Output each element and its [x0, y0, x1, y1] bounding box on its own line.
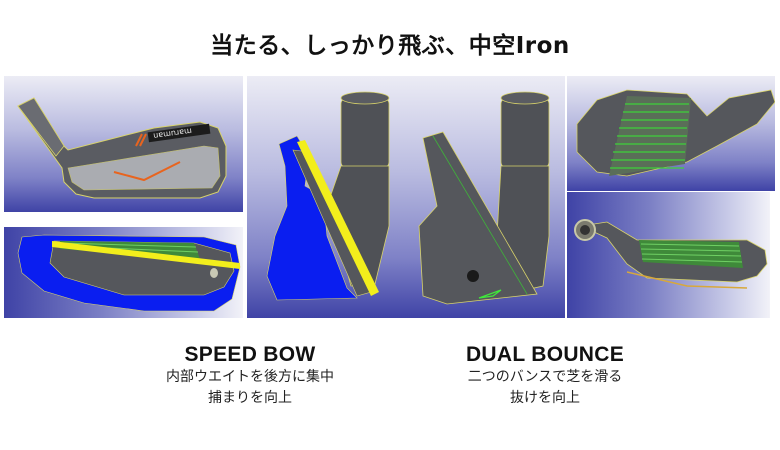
- feature-heading: SPEED BOW: [184, 343, 316, 366]
- iron-sole-cross-section-image: [4, 227, 243, 318]
- iron-angled-view-image: [567, 76, 775, 191]
- page-title: 当たる、しっかり飛ぶ、中空Iron: [210, 33, 570, 59]
- feature-description-line: 抜けを向上: [510, 390, 580, 406]
- feature-speed-bow: SPEED BOW 内部ウエイトを後方に集中 捕まりを向上: [100, 343, 400, 409]
- sole-cross-section-illustration: [17, 234, 241, 312]
- top-view-illustration: [574, 219, 768, 289]
- feature-description-line: 捕まりを向上: [208, 390, 292, 406]
- iron-face-view-image: maruman: [4, 76, 243, 212]
- feature-heading: DUAL BOUNCE: [465, 343, 625, 366]
- iron-hosel-cross-section-image: [247, 76, 565, 318]
- iron-top-view-image: [567, 192, 770, 318]
- feature-description-line: 二つのバンスで芝を滑る: [467, 369, 623, 385]
- angled-view-illustration: [576, 89, 775, 177]
- feature-dual-bounce: DUAL BOUNCE 二つのバンスで芝を滑る 抜けを向上: [395, 343, 695, 409]
- feature-description-line: 内部ウエイトを後方に集中: [166, 369, 334, 385]
- iron-face-illustration: maruman: [17, 97, 227, 199]
- hosel-cross-section-illustration: [266, 91, 550, 305]
